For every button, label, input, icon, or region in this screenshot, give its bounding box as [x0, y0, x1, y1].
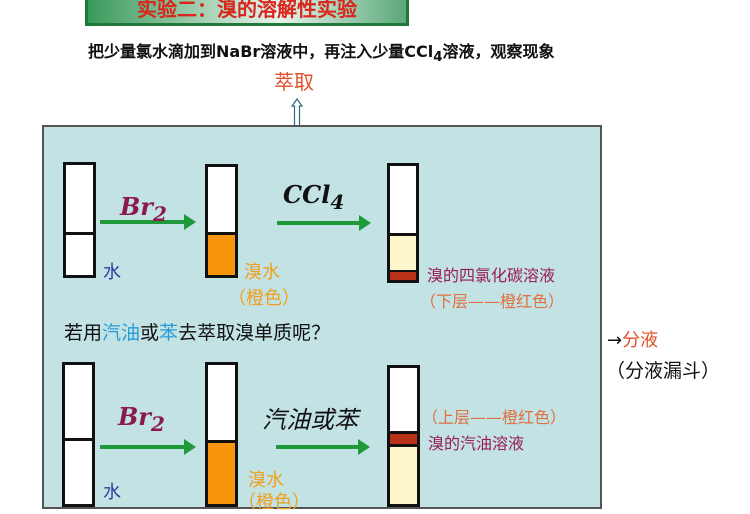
- test-tube-bromine-water: [205, 362, 238, 507]
- test-tube-ccl4-extraction: [387, 163, 419, 283]
- upper-layer-label: （上层——橙红色）: [422, 408, 567, 427]
- bromine-water-color-label: （橙色）: [228, 288, 300, 309]
- bromine-water-label: 溴水: [248, 470, 284, 491]
- instruction-sub: 4: [433, 50, 443, 66]
- extract-label: 萃取: [274, 70, 314, 94]
- reagent-br2: Br2: [118, 402, 165, 436]
- separation-label: →分液: [607, 330, 659, 351]
- water-label: 水: [103, 262, 121, 283]
- question-text: 若用汽油或苯去萃取溴单质呢？: [64, 322, 331, 344]
- lower-layer-label: （下层——橙红色）: [420, 292, 565, 311]
- green-arrow: [276, 439, 370, 455]
- test-tube-water: [62, 362, 95, 507]
- instruction-pre: 把少量氯水滴加到NaBr溶液中，再注入少量CCl: [88, 42, 434, 61]
- bromine-water-color-label: （橙色）: [238, 492, 310, 513]
- green-arrow: [100, 214, 196, 230]
- up-arrow-icon: [291, 98, 303, 126]
- reagent-br2: Br2: [120, 192, 167, 226]
- green-arrow: [100, 439, 196, 455]
- reagent-ccl4: CCl4: [283, 180, 345, 214]
- test-tube-bromine-water: [205, 164, 238, 278]
- water-label: 水: [103, 482, 121, 503]
- instruction-post: 溶液，观察现象: [442, 42, 555, 61]
- right-arrow-icon: →: [607, 330, 623, 351]
- gasoline-solution-label: 溴的汽油溶液: [428, 434, 525, 453]
- bromine-water-label: 溴水: [244, 262, 280, 283]
- test-tube-gasoline-extraction: [387, 365, 420, 507]
- reagent-gasoline-benzene: 汽油或苯: [262, 406, 358, 434]
- ccl4-solution-label: 溴的四氯化碳溶液: [427, 266, 556, 285]
- instruction-text: 把少量氯水滴加到NaBr溶液中，再注入少量CCl4溶液，观察现象: [88, 38, 555, 65]
- experiment-title-banner: 实验二：溴的溶解性实验: [85, 0, 409, 26]
- separatory-funnel-label: （分液漏斗）: [606, 360, 721, 382]
- green-arrow: [277, 215, 371, 231]
- test-tube-water: [63, 162, 96, 278]
